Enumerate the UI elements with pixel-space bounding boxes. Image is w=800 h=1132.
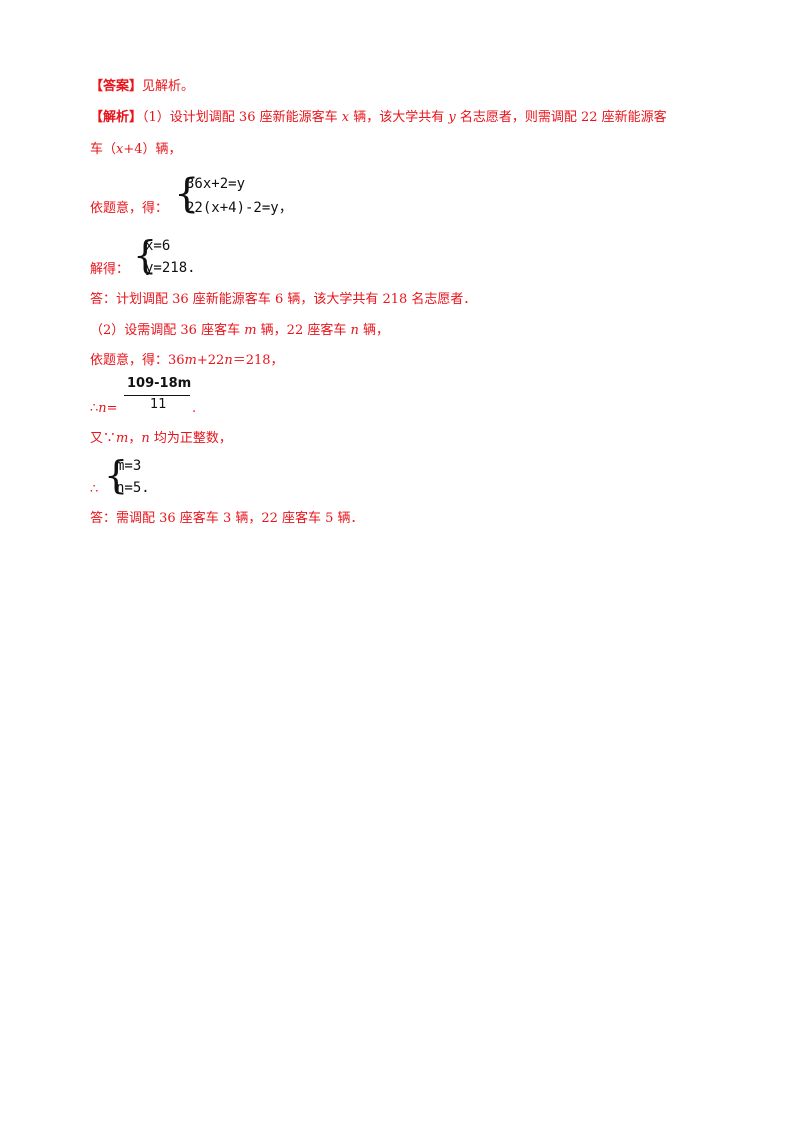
eq-n: n (224, 353, 233, 368)
eq-suffix: ＝218， (232, 353, 284, 368)
fraction-bar (124, 395, 190, 396)
part1-text-b: 辆，该大学共有 (349, 110, 449, 125)
part2-text-b: 辆，22 座客车 (256, 323, 351, 338)
cond-n: n (141, 431, 150, 446)
analysis-line-2: 车（x+4）辆， (90, 141, 182, 159)
part1-text-c: 名志愿者，则需调配 22 座新能源客 (455, 110, 667, 125)
var-x: x (341, 110, 350, 125)
answer-label: 【答案】 (90, 79, 143, 94)
cond-m: m (116, 431, 129, 446)
system2-brace: { (133, 233, 158, 277)
system2-eq2: y=218 (145, 260, 188, 276)
eq-mid: +22 (196, 353, 225, 368)
system1-line: 依题意，得： (90, 200, 168, 218)
therefore-symbol: ∴ (90, 401, 99, 416)
condition-line: 又∵m，n 均为正整数， (90, 430, 232, 448)
system3-eq1: m=3 (116, 458, 142, 474)
equation-line: 依题意，得：36m+22n＝218， (90, 352, 284, 370)
var-x-2: x (116, 142, 124, 157)
frac-eq: = (106, 401, 118, 416)
system3-suffix: . (141, 480, 150, 496)
system3-prefix: ∴ (90, 482, 99, 497)
analysis-label: 【解析】 (90, 110, 143, 125)
system2-eq2-row: y=218. (145, 259, 196, 277)
system3-eq2: n=5 (116, 480, 142, 496)
part1-text-f: +4）辆， (123, 142, 182, 157)
fraction-suffix: . (192, 401, 197, 416)
system1-eq2-row: 22(x+4)-2=y， (186, 199, 293, 217)
system1-eq1: 36x+2=y (186, 176, 246, 192)
part1-text-a: （1）设计划调配 36 座新能源客车 (142, 110, 342, 125)
system1-suffix: ， (278, 200, 293, 216)
fraction-line: ∴n= (90, 400, 118, 418)
cond-prefix: 又∵ (90, 431, 117, 446)
part1-text-d: 车（ (90, 142, 117, 157)
eq-prefix: 依题意，得：36 (90, 353, 185, 368)
system1-prefix: 依题意，得： (90, 201, 169, 216)
cond-suffix: 均为正整数， (149, 431, 232, 446)
fraction-denominator: 11 (150, 397, 167, 412)
part2-text-c: 辆， (358, 323, 390, 338)
answer-text: 见解析。 (142, 79, 195, 94)
answer2-line: 答：需调配 36 座客车 3 辆，22 座客车 5 辆． (90, 511, 364, 526)
system3-line: ∴ (90, 481, 98, 499)
system1-eq2: 22(x+4)-2=y (186, 200, 279, 216)
system2-prefix: 解得： (90, 262, 130, 277)
fraction-numerator: 109-18m (127, 376, 192, 391)
system1-brace: { (174, 171, 200, 217)
var-n: n (350, 323, 359, 338)
var-m: m (244, 323, 257, 338)
system3-brace: { (104, 453, 129, 497)
var-y: y (448, 110, 456, 125)
part2-text-a: （2）设需调配 36 座客车 (90, 323, 245, 338)
system2-line: 解得： (90, 261, 129, 279)
system2-eq1: x=6 (145, 238, 171, 254)
eq-m: m (184, 353, 197, 368)
analysis-line-1: 【解析】（1）设计划调配 36 座新能源客车 x 辆，该大学共有 y 名志愿者，… (90, 109, 667, 127)
part2-line: （2）设需调配 36 座客车 m 辆，22 座客车 n 辆， (90, 322, 389, 340)
frac-var: n (98, 401, 107, 416)
answer-line: 【答案】见解析。 (90, 78, 194, 96)
system2-suffix: . (187, 260, 196, 276)
system3-eq2-row: n=5. (116, 479, 150, 497)
answer1-line: 答：计划调配 36 座新能源客车 6 辆，该大学共有 218 名志愿者． (90, 292, 477, 307)
cond-comma: ， (128, 431, 142, 446)
